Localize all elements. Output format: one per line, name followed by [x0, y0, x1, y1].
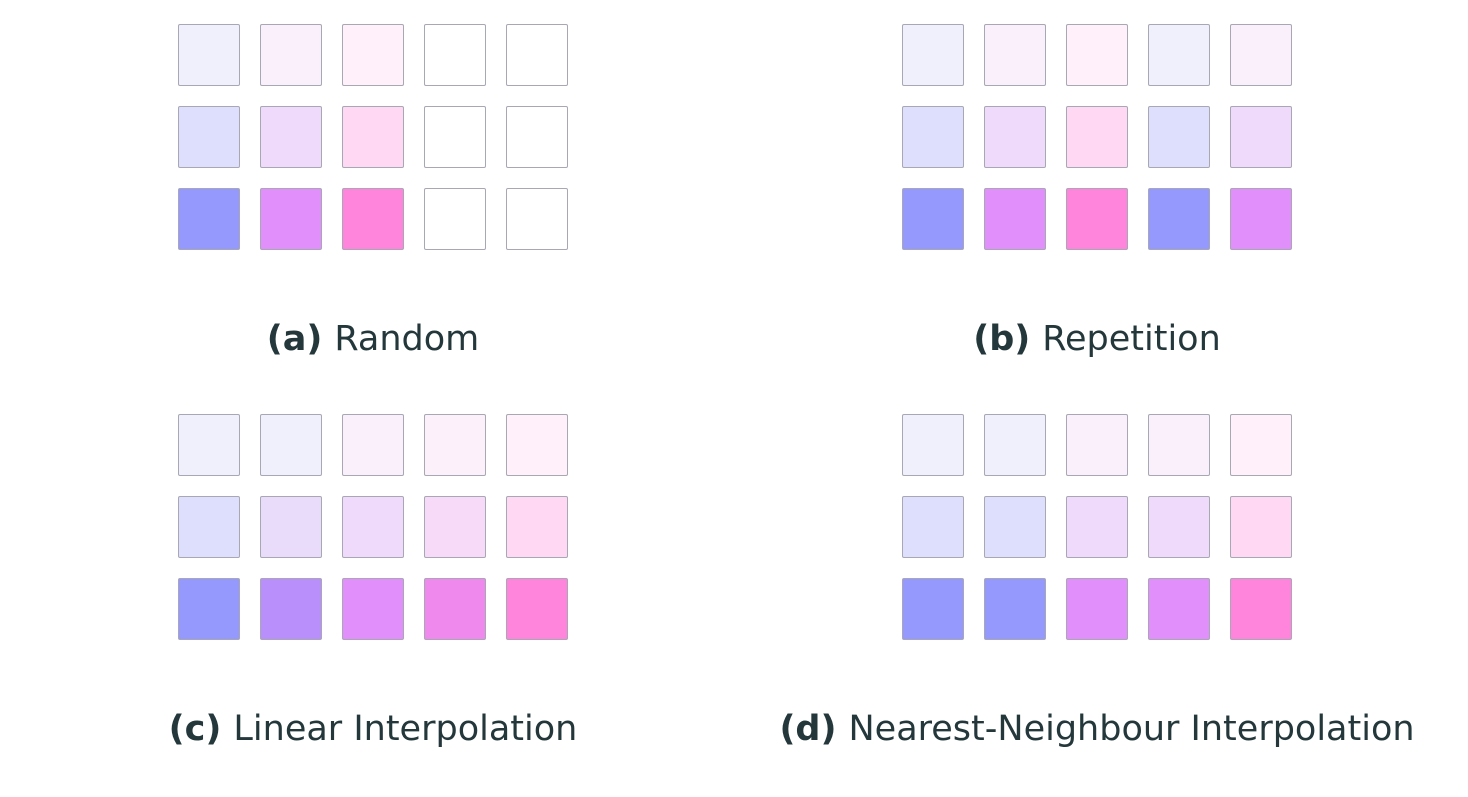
panel-c-cell-r1-c1: [178, 414, 240, 476]
panel-a-cell-r1-c5: [506, 24, 568, 86]
panel-a-cell-r1-c3: [342, 24, 404, 86]
panel-d-cell-r1-c4: [1148, 414, 1210, 476]
panel-c-cell-r2-c1: [178, 496, 240, 558]
panel-d-cell-r2-c1: [902, 496, 964, 558]
panel-b-tag: (b): [973, 319, 1031, 359]
panel-d-cell-r3-c5: [1230, 578, 1292, 640]
panel-a-cell-r2-c3: [342, 106, 404, 168]
panel-a-cell-r3-c2: [260, 188, 322, 250]
panel-a-cell-r3-c3: [342, 188, 404, 250]
panel-a-cell-r2-c1: [178, 106, 240, 168]
panel-c-caption: (c) Linear Interpolation: [169, 709, 578, 749]
panel-a-cell-r1-c2: [260, 24, 322, 86]
panel-b-cell-r3-c2: [984, 188, 1046, 250]
panel-d-cell-r3-c2: [984, 578, 1046, 640]
panel-d-cell-r1-c2: [984, 414, 1046, 476]
panel-b-cell-r1-c3: [1066, 24, 1128, 86]
panel-c-cell-r2-c4: [424, 496, 486, 558]
panel-c-cell-r2-c2: [260, 496, 322, 558]
panel-c-cell-r3-c2: [260, 578, 322, 640]
panel-c-cell-r3-c4: [424, 578, 486, 640]
panel-d-caption: (d) Nearest-Neighbour Interpolation: [779, 709, 1414, 749]
panel-c-cell-r2-c5: [506, 496, 568, 558]
panel-b-cell-r1-c4: [1148, 24, 1210, 86]
panel-a-cell-r2-c2: [260, 106, 322, 168]
panel-b-cell-r1-c2: [984, 24, 1046, 86]
panel-d-cell-r1-c1: [902, 414, 964, 476]
panel-c-cell-r1-c2: [260, 414, 322, 476]
panel-c-cell-r1-c4: [424, 414, 486, 476]
panel-a-cell-r1-c1: [178, 24, 240, 86]
panel-a-tag: (a): [266, 319, 323, 359]
panel-c-cell-r1-c3: [342, 414, 404, 476]
panel-d-cell-r1-c5: [1230, 414, 1292, 476]
panel-d-cell-r3-c3: [1066, 578, 1128, 640]
panel-b-cell-r2-c1: [902, 106, 964, 168]
panel-b-caption: (b) Repetition: [973, 319, 1221, 359]
panel-a-cell-r3-c1: [178, 188, 240, 250]
panel-d-cell-r2-c3: [1066, 496, 1128, 558]
panel-c-cell-r3-c1: [178, 578, 240, 640]
panel-a-cell-r1-c4: [424, 24, 486, 86]
panel-b-cell-r2-c5: [1230, 106, 1292, 168]
panel-c-cell-r3-c3: [342, 578, 404, 640]
panel-a-cell-r2-c4: [424, 106, 486, 168]
panel-c-cell-r1-c5: [506, 414, 568, 476]
panel-b-cell-r1-c1: [902, 24, 964, 86]
panel-b-cell-r3-c1: [902, 188, 964, 250]
panel-c-tag: (c): [168, 709, 222, 749]
panel-d-cell-r1-c3: [1066, 414, 1128, 476]
panel-b-cell-r3-c3: [1066, 188, 1128, 250]
panel-d-cell-r2-c4: [1148, 496, 1210, 558]
panel-d-cell-r2-c2: [984, 496, 1046, 558]
panel-d-tag: (d): [779, 709, 837, 749]
panel-b-cell-r2-c4: [1148, 106, 1210, 168]
panel-b-cell-r3-c5: [1230, 188, 1292, 250]
panel-a-label: Random: [334, 319, 480, 359]
panel-b-cell-r2-c3: [1066, 106, 1128, 168]
panel-d-cell-r3-c1: [902, 578, 964, 640]
panel-d-label: Nearest-Neighbour Interpolation: [848, 709, 1415, 749]
panel-d-cell-r2-c5: [1230, 496, 1292, 558]
panel-b-label: Repetition: [1042, 319, 1221, 359]
panel-b-cell-r1-c5: [1230, 24, 1292, 86]
panel-a-caption: (a) Random: [267, 319, 480, 359]
panel-c-cell-r2-c3: [342, 496, 404, 558]
panel-c-label: Linear Interpolation: [233, 709, 578, 749]
panel-b-cell-r3-c4: [1148, 188, 1210, 250]
panel-d-cell-r3-c4: [1148, 578, 1210, 640]
panel-b-cell-r2-c2: [984, 106, 1046, 168]
panel-a-cell-r3-c4: [424, 188, 486, 250]
panel-c-cell-r3-c5: [506, 578, 568, 640]
panel-a-cell-r3-c5: [506, 188, 568, 250]
panel-a-cell-r2-c5: [506, 106, 568, 168]
